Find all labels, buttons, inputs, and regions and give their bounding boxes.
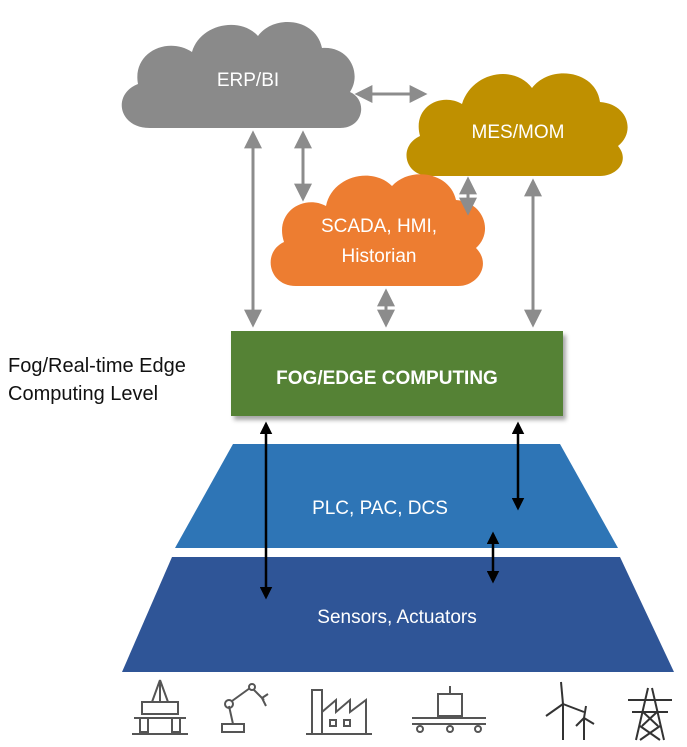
- erp-bi-cloud: ERP/BI: [121, 22, 362, 129]
- robot-arm-icon: [221, 683, 269, 733]
- conveyor-machine-icon: [412, 686, 486, 733]
- sensors-layer: Sensors, Actuators: [122, 557, 674, 672]
- fog-edge-box: FOG/EDGE COMPUTING: [231, 331, 563, 416]
- factory-icon: [306, 689, 372, 735]
- wind-turbine-icon: [545, 681, 595, 740]
- side-label-line2: Computing Level: [8, 383, 159, 405]
- fog-edge-label: FOG/EDGE COMPUTING: [276, 368, 498, 389]
- scada-label-line2: Historian: [342, 246, 417, 267]
- mes-mom-cloud: MES/MOM: [406, 73, 628, 176]
- scada-hmi-historian-cloud: SCADA, HMI, Historian: [270, 174, 486, 286]
- erp-bi-label: ERP/BI: [217, 70, 279, 91]
- black-arrows: [259, 421, 525, 600]
- mes-mom-label: MES/MOM: [472, 122, 565, 143]
- scada-label-line1: SCADA, HMI,: [321, 216, 437, 237]
- fog-level-side-label: Fog/Real-time Edge Computing Level: [8, 352, 186, 408]
- sensors-label: Sensors, Actuators: [317, 607, 476, 628]
- gray-arrows: [244, 85, 542, 328]
- plc-label: PLC, PAC, DCS: [312, 498, 448, 519]
- power-tower-icon: [628, 687, 672, 741]
- side-label-line1: Fog/Real-time Edge: [8, 355, 186, 377]
- plc-layer: PLC, PAC, DCS: [175, 444, 618, 548]
- oil-rig-icon: [132, 679, 188, 735]
